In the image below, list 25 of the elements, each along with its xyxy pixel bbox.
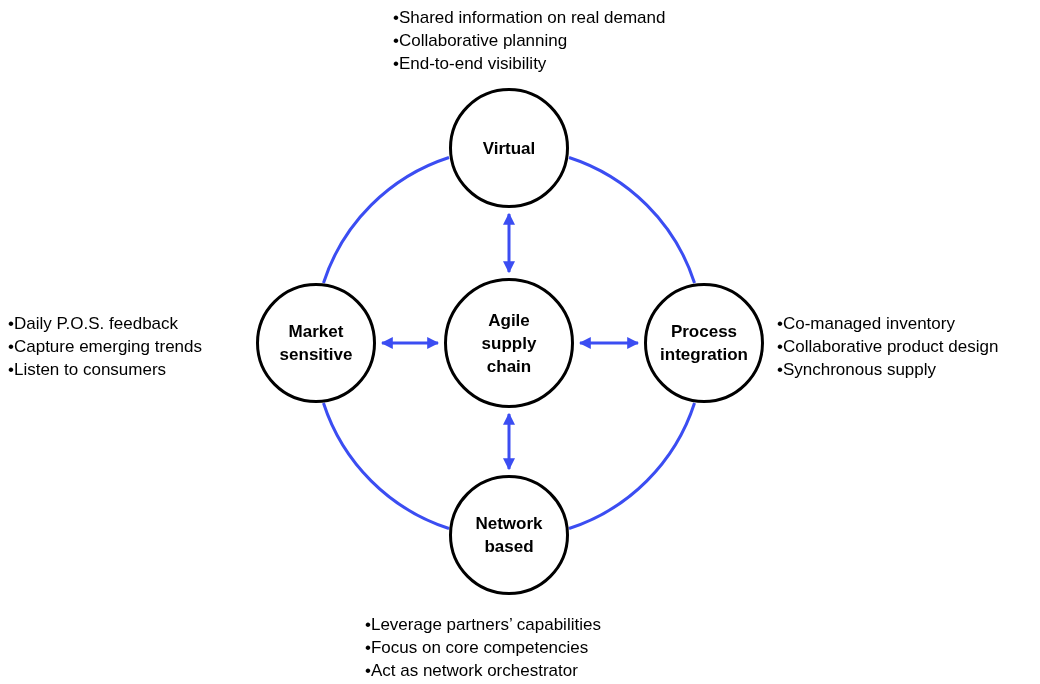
double-arrow bbox=[380, 337, 440, 349]
connector-arc bbox=[322, 402, 450, 530]
node-label: Process integration bbox=[659, 321, 749, 366]
bullet-item: •Collaborative planning bbox=[393, 30, 569, 52]
double-arrow bbox=[503, 412, 515, 471]
node-label: Market sensitive bbox=[278, 321, 354, 366]
double-arrow bbox=[503, 212, 515, 274]
bullet-item: •Collaborative product design bbox=[777, 336, 999, 358]
bullet-item: •Act as network orchestrator bbox=[365, 660, 579, 682]
double-arrow bbox=[578, 337, 640, 349]
connector-arc bbox=[568, 402, 696, 530]
node-label: Network based bbox=[474, 513, 544, 558]
bullet-item: •Shared information on real demand bbox=[393, 7, 666, 29]
connector-arc bbox=[568, 156, 696, 284]
bullet-item: •Leverage partners’ capabilities bbox=[365, 614, 601, 636]
bullet-item: •Focus on core competencies bbox=[365, 637, 590, 659]
bullet-item: •End-to-end visibility bbox=[393, 53, 548, 75]
node-label: Agile supply chain bbox=[480, 309, 538, 378]
bullet-item: •Synchronous supply bbox=[777, 359, 938, 381]
node-label: Virtual bbox=[482, 137, 536, 160]
bullet-item: •Listen to consumers bbox=[8, 359, 168, 381]
bullet-item: •Capture emerging trends bbox=[8, 336, 202, 358]
connector-arc bbox=[322, 156, 450, 284]
bullet-item: •Co-managed inventory bbox=[777, 313, 956, 335]
bullet-item: •Daily P.O.S. feedback bbox=[8, 313, 180, 335]
